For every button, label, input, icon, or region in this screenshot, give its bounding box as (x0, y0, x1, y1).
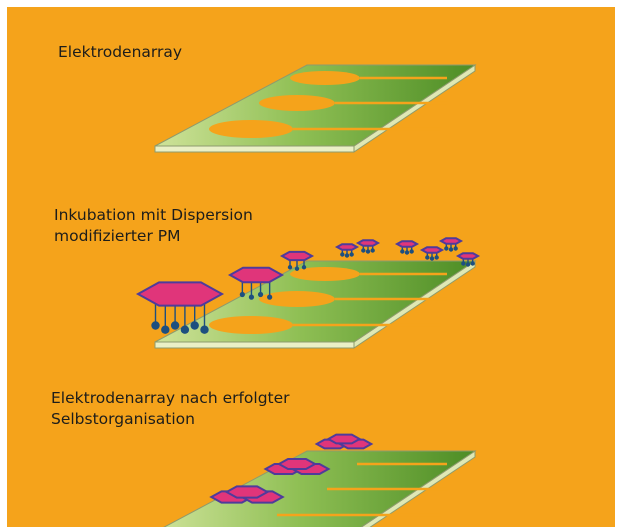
step-3-caption: Elektrodenarray nach erfolgter Selbstorg… (51, 388, 290, 430)
step-2-caption: Inkubation mit Dispersion modifizierter … (54, 205, 253, 247)
linker-ball (404, 250, 410, 255)
linker-ball (370, 248, 375, 253)
linker-ball (461, 261, 466, 266)
modified-pm-7 (419, 246, 445, 261)
linker-ball (257, 291, 264, 298)
linker-ball (453, 246, 458, 251)
modified-pm-4 (334, 243, 360, 258)
linker-ball (239, 291, 245, 298)
linker-ball (294, 266, 300, 271)
electrode-pad (259, 95, 335, 111)
step-3-caption-line-1: Elektrodenarray nach erfolgter (51, 389, 290, 407)
linker-ball (434, 255, 439, 260)
membrane-hex (224, 485, 270, 499)
process-diagram (135, 64, 481, 527)
modified-pm-9 (455, 252, 481, 267)
electrode-pad (290, 267, 360, 281)
linker-ball (340, 252, 345, 257)
linker-ball (361, 248, 366, 253)
linker-ball (425, 255, 430, 260)
electrode-board-1 (154, 64, 477, 153)
electrode-pad (209, 120, 293, 138)
linker-ball (429, 256, 435, 261)
linker-ball (444, 246, 449, 251)
modified-pm-6 (394, 240, 420, 255)
membrane-hex (326, 433, 362, 445)
linker-ball (448, 247, 454, 252)
linker-ball (170, 321, 180, 330)
electrode-pad (259, 291, 335, 307)
step-2-caption-line-1: Inkubation mit Dispersion (54, 206, 253, 224)
membrane-patch (394, 240, 420, 248)
linker-ball (200, 325, 209, 334)
electrode-board-3 (163, 450, 477, 527)
membrane-patch (279, 250, 315, 262)
linker-ball (349, 252, 354, 257)
electrode-board-2 (154, 260, 477, 349)
modified-pm-1 (135, 281, 225, 334)
membrane-patch (227, 266, 285, 284)
linker-ball (470, 261, 475, 266)
board-surface (163, 450, 477, 527)
modified-pm-5 (355, 239, 381, 254)
linker-ball (365, 249, 371, 254)
step-1-caption-line-1: Elektrodenarray (58, 43, 183, 61)
linker-ball (248, 294, 255, 300)
step-2-caption-line-2: modifizierter PM (54, 227, 181, 245)
membrane-patch (419, 246, 445, 254)
modified-pm-2 (227, 266, 285, 300)
linker-ball (409, 249, 414, 254)
linker-ball (400, 249, 405, 254)
linker-ball (161, 325, 170, 334)
board-front-edge (154, 145, 355, 153)
linker-ball (267, 294, 273, 300)
electrode-pad (209, 316, 293, 334)
board-front-edge (154, 341, 355, 349)
membrane-patch (455, 252, 481, 260)
modified-pm-3 (279, 250, 315, 271)
assembled-pm-2 (263, 458, 331, 475)
membrane-patch (135, 281, 225, 307)
linker-ball (301, 265, 307, 270)
assembled-pm-1 (314, 433, 374, 450)
step-3-caption-line-2: Selbstorganisation (51, 410, 195, 428)
electrode-pad (290, 71, 360, 85)
membrane-patch (334, 243, 360, 251)
assembled-pm-3 (209, 485, 285, 504)
membrane-patch (438, 237, 464, 245)
figure-background: Elektrodenarray Inkubation mit Dispersio… (7, 7, 615, 527)
modified-pm-8 (438, 237, 464, 252)
linker-ball (287, 265, 293, 270)
step-1-caption: Elektrodenarray (58, 42, 182, 63)
membrane-hex (276, 458, 318, 470)
membrane-patch (355, 239, 381, 247)
linker-ball (465, 262, 471, 267)
linker-ball (344, 253, 350, 258)
linker-ball (190, 321, 199, 330)
linker-ball (180, 325, 190, 334)
linker-ball (151, 321, 160, 330)
